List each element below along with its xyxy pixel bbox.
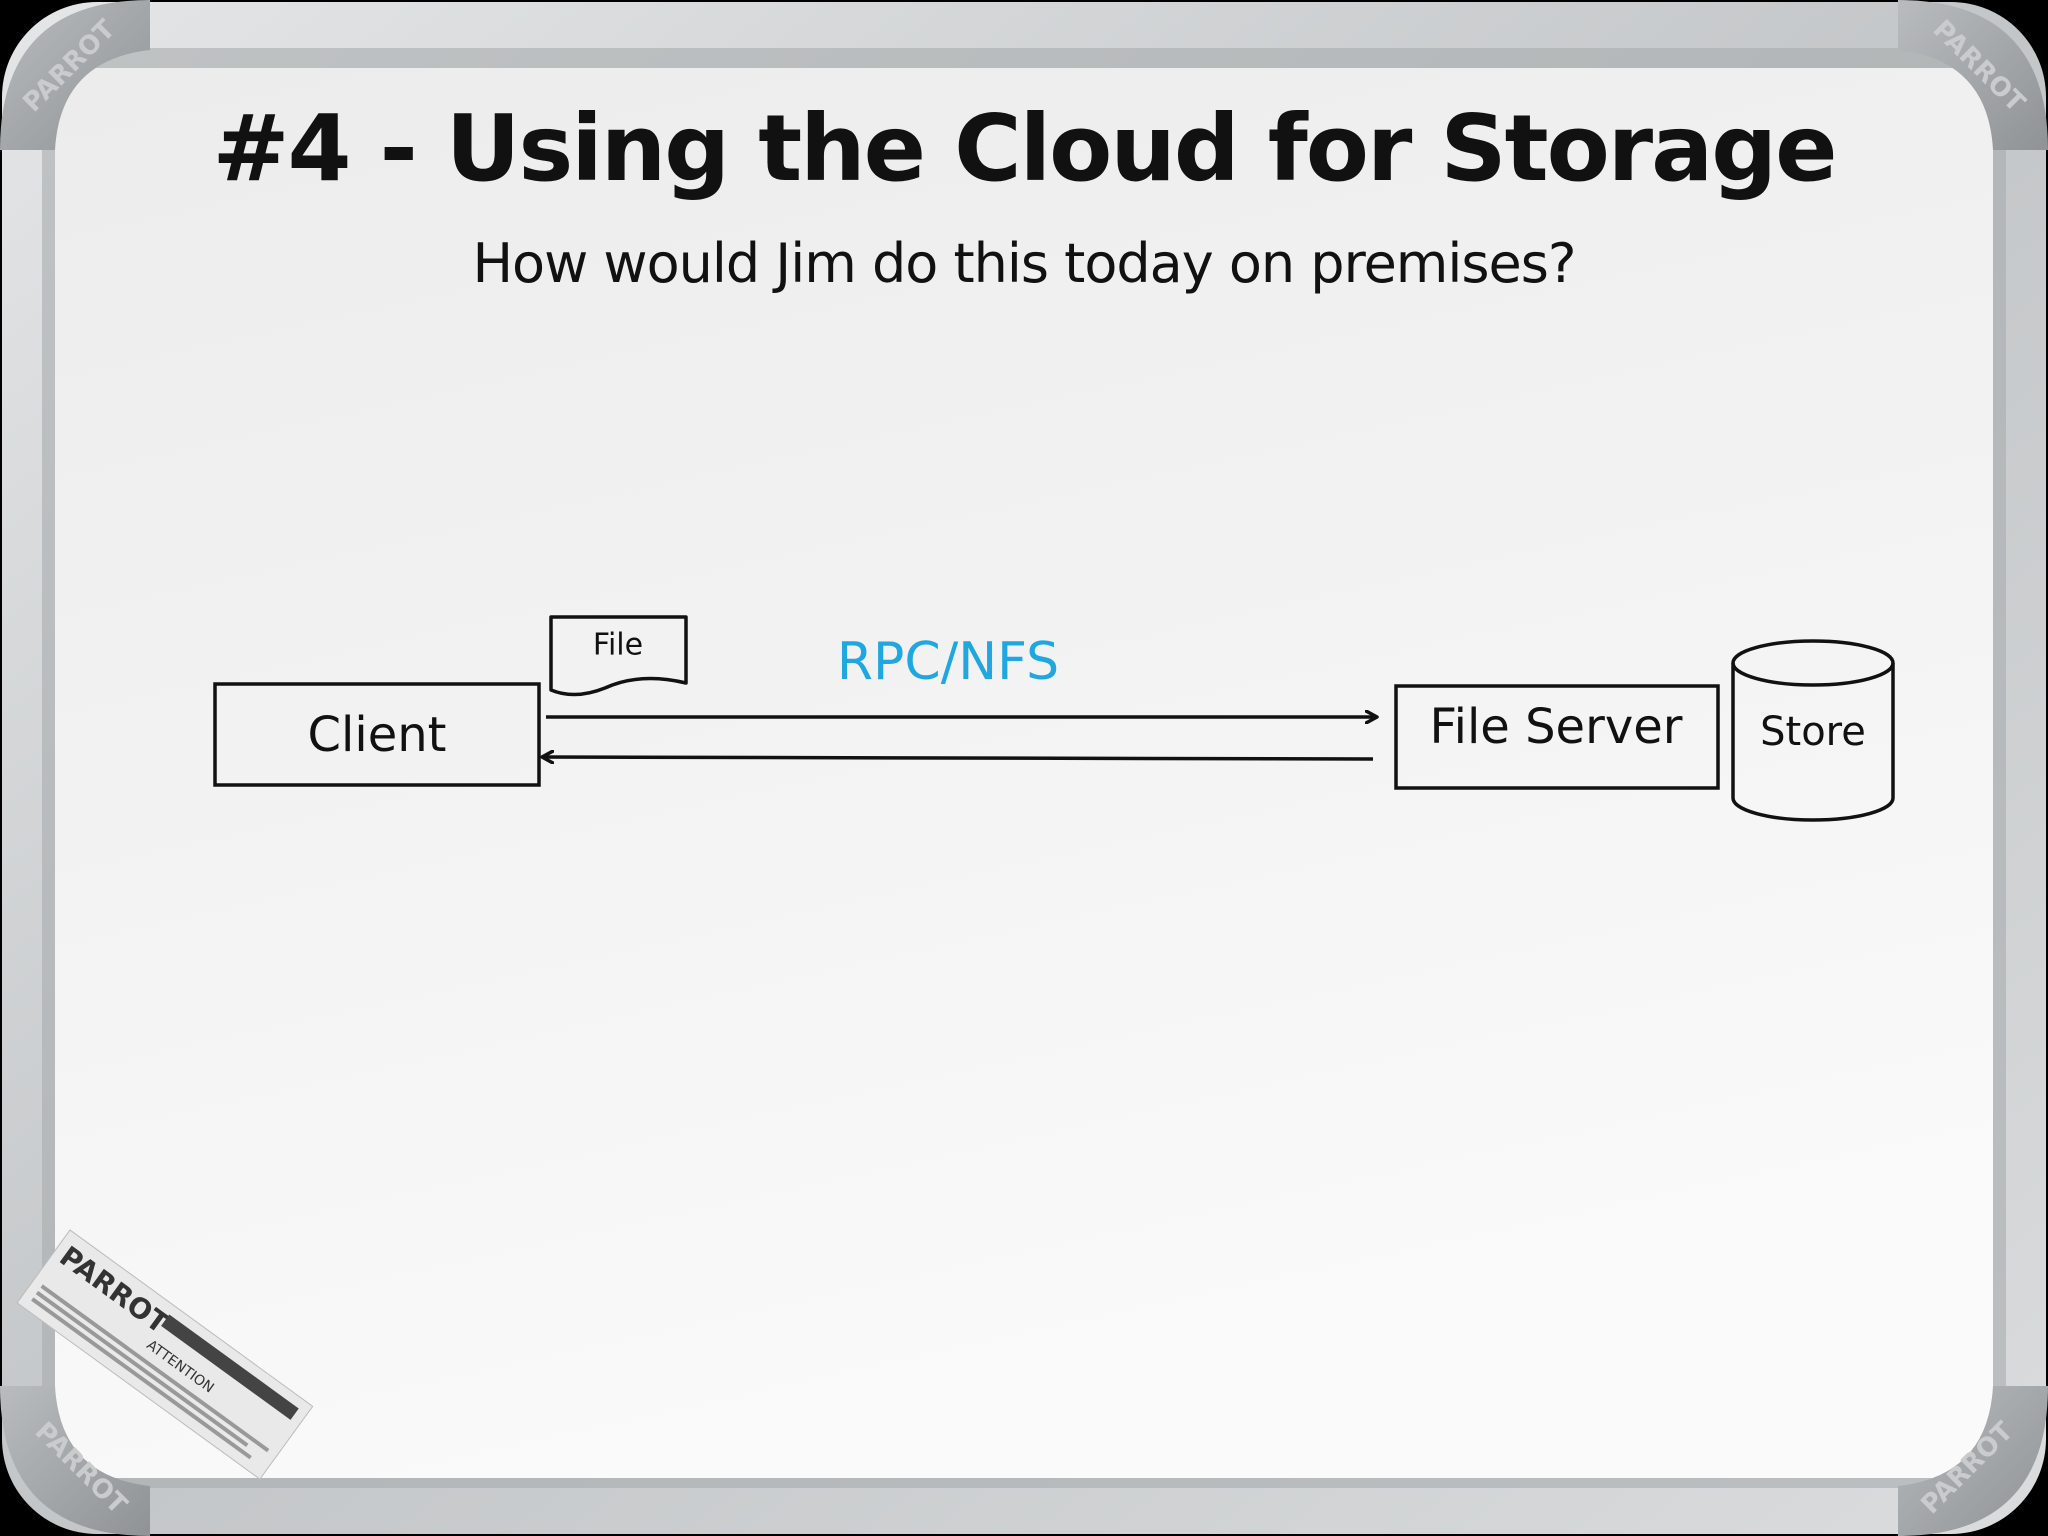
store-database-icon: Store bbox=[1731, 639, 1895, 822]
response-arrow bbox=[542, 757, 1374, 759]
client-label: Client bbox=[308, 707, 447, 763]
file-document-icon: File bbox=[549, 615, 688, 697]
file-server-label: File Server bbox=[1430, 699, 1683, 755]
client-box: Client bbox=[213, 682, 541, 787]
store-label: Store bbox=[1760, 709, 1866, 755]
page-title: #4 - Using the Cloud for Storage bbox=[212, 95, 1835, 202]
file-label: File bbox=[593, 628, 643, 663]
board-surface bbox=[55, 68, 1993, 1478]
manufacturer-sticker: PARROT ATTENTION bbox=[16, 1229, 314, 1480]
page-subtitle: How would Jim do this today on premises? bbox=[472, 232, 1575, 295]
file-server-box: File Server bbox=[1394, 684, 1720, 790]
protocol-label: RPC/NFS bbox=[837, 632, 1059, 692]
